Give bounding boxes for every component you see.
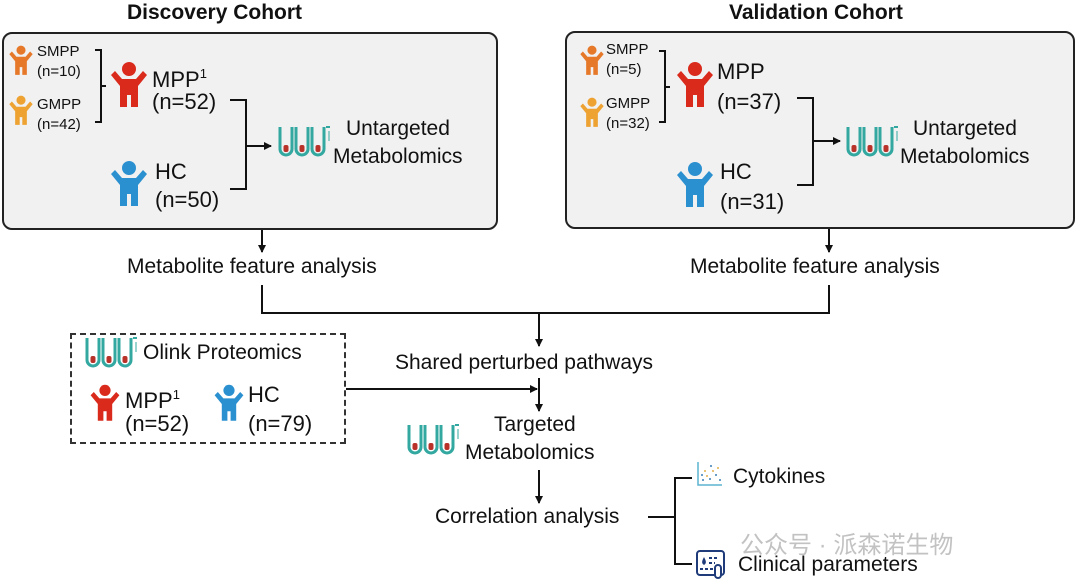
discovery-gmpp-count: (n=42) — [37, 116, 81, 133]
validation-step-label: Metabolite feature analysis — [690, 255, 940, 278]
outcome-bracket — [674, 477, 692, 565]
test-tubes-icon — [277, 125, 335, 164]
olink-mpp-count: (n=52) — [125, 411, 190, 436]
targeted-line2: Metabolomics — [465, 441, 595, 464]
validation-mpp-count: (n=37) — [717, 89, 782, 114]
discovery-hc-count: (n=50) — [155, 187, 220, 212]
discovery-cohort-box — [2, 32, 498, 230]
merge-connector — [261, 285, 830, 314]
discovery-step-label: Metabolite feature analysis — [127, 255, 377, 278]
targeted-line1: Targeted — [494, 413, 576, 436]
mpp-person-icon — [89, 384, 121, 426]
olink-title: Olink Proteomics — [143, 341, 302, 364]
gmpp-person-icon — [8, 95, 34, 130]
correlation-label: Correlation analysis — [435, 505, 620, 528]
discovery-mpp-label: MPP1 — [152, 60, 207, 94]
discovery-assay-line2: Metabolomics — [333, 145, 463, 168]
validation-gmpp-count: (n=32) — [606, 115, 650, 132]
olink-mpp-label: MPP1 — [125, 381, 180, 415]
discovery-assay-line1: Untargeted — [346, 117, 450, 140]
validation-smpp-count: (n=5) — [606, 61, 642, 78]
validation-cohort-title: Validation Cohort — [729, 1, 903, 24]
validation-smpp-label: SMPP — [606, 41, 649, 58]
validation-assay-line2: Metabolomics — [900, 145, 1030, 168]
hc-person-icon — [675, 161, 715, 212]
shared-pathways-label: Shared perturbed pathways — [395, 351, 653, 374]
hc-person-icon — [109, 160, 149, 211]
discovery-cohort-title: Discovery Cohort — [127, 1, 303, 24]
discovery-smpp-count: (n=10) — [37, 63, 81, 80]
discovery-merge-bracket — [230, 99, 247, 190]
validation-cohort-box — [565, 31, 1075, 229]
discovery-gmpp-label: GMPP — [37, 96, 82, 113]
smpp-person-icon — [8, 45, 34, 80]
discovery-subgroup-bracket — [95, 49, 102, 123]
scatter-plot-icon — [696, 460, 724, 493]
validation-gmpp-label: GMPP — [606, 95, 651, 112]
validation-merge-bracket — [797, 97, 814, 186]
watermark: 公众号 · 派森诺生物 — [740, 532, 954, 559]
validation-hc-count: (n=31) — [720, 189, 785, 214]
clinical-record-icon — [695, 549, 727, 584]
validation-assay-line1: Untargeted — [913, 117, 1017, 140]
clinical-parameters-label: Clinical parameters — [738, 553, 918, 576]
test-tubes-icon — [406, 423, 464, 462]
discovery-hc-label: HC — [155, 159, 187, 184]
mpp-person-icon — [109, 61, 149, 112]
test-tubes-icon — [84, 336, 142, 375]
gmpp-person-icon — [579, 97, 605, 132]
cytokines-label: Cytokines — [733, 465, 826, 488]
mpp-label-text: MPP — [152, 67, 200, 92]
olink-proteomics-box — [70, 333, 346, 444]
footnote-marker: 1 — [172, 387, 180, 402]
validation-mpp-label: MPP — [717, 59, 765, 84]
test-tubes-icon — [845, 125, 903, 164]
discovery-mpp-count: (n=52) — [152, 89, 217, 114]
olink-hc-count: (n=79) — [248, 411, 313, 436]
validation-subgroup-bracket — [659, 50, 666, 123]
smpp-person-icon — [579, 45, 605, 80]
discovery-smpp-label: SMPP — [37, 43, 80, 60]
footnote-marker: 1 — [199, 66, 207, 81]
mpp-label-text: MPP — [125, 388, 173, 413]
olink-hc-label: HC — [248, 382, 280, 407]
validation-hc-label: HC — [720, 159, 752, 184]
mpp-person-icon — [675, 61, 715, 112]
hc-person-icon — [213, 384, 245, 426]
